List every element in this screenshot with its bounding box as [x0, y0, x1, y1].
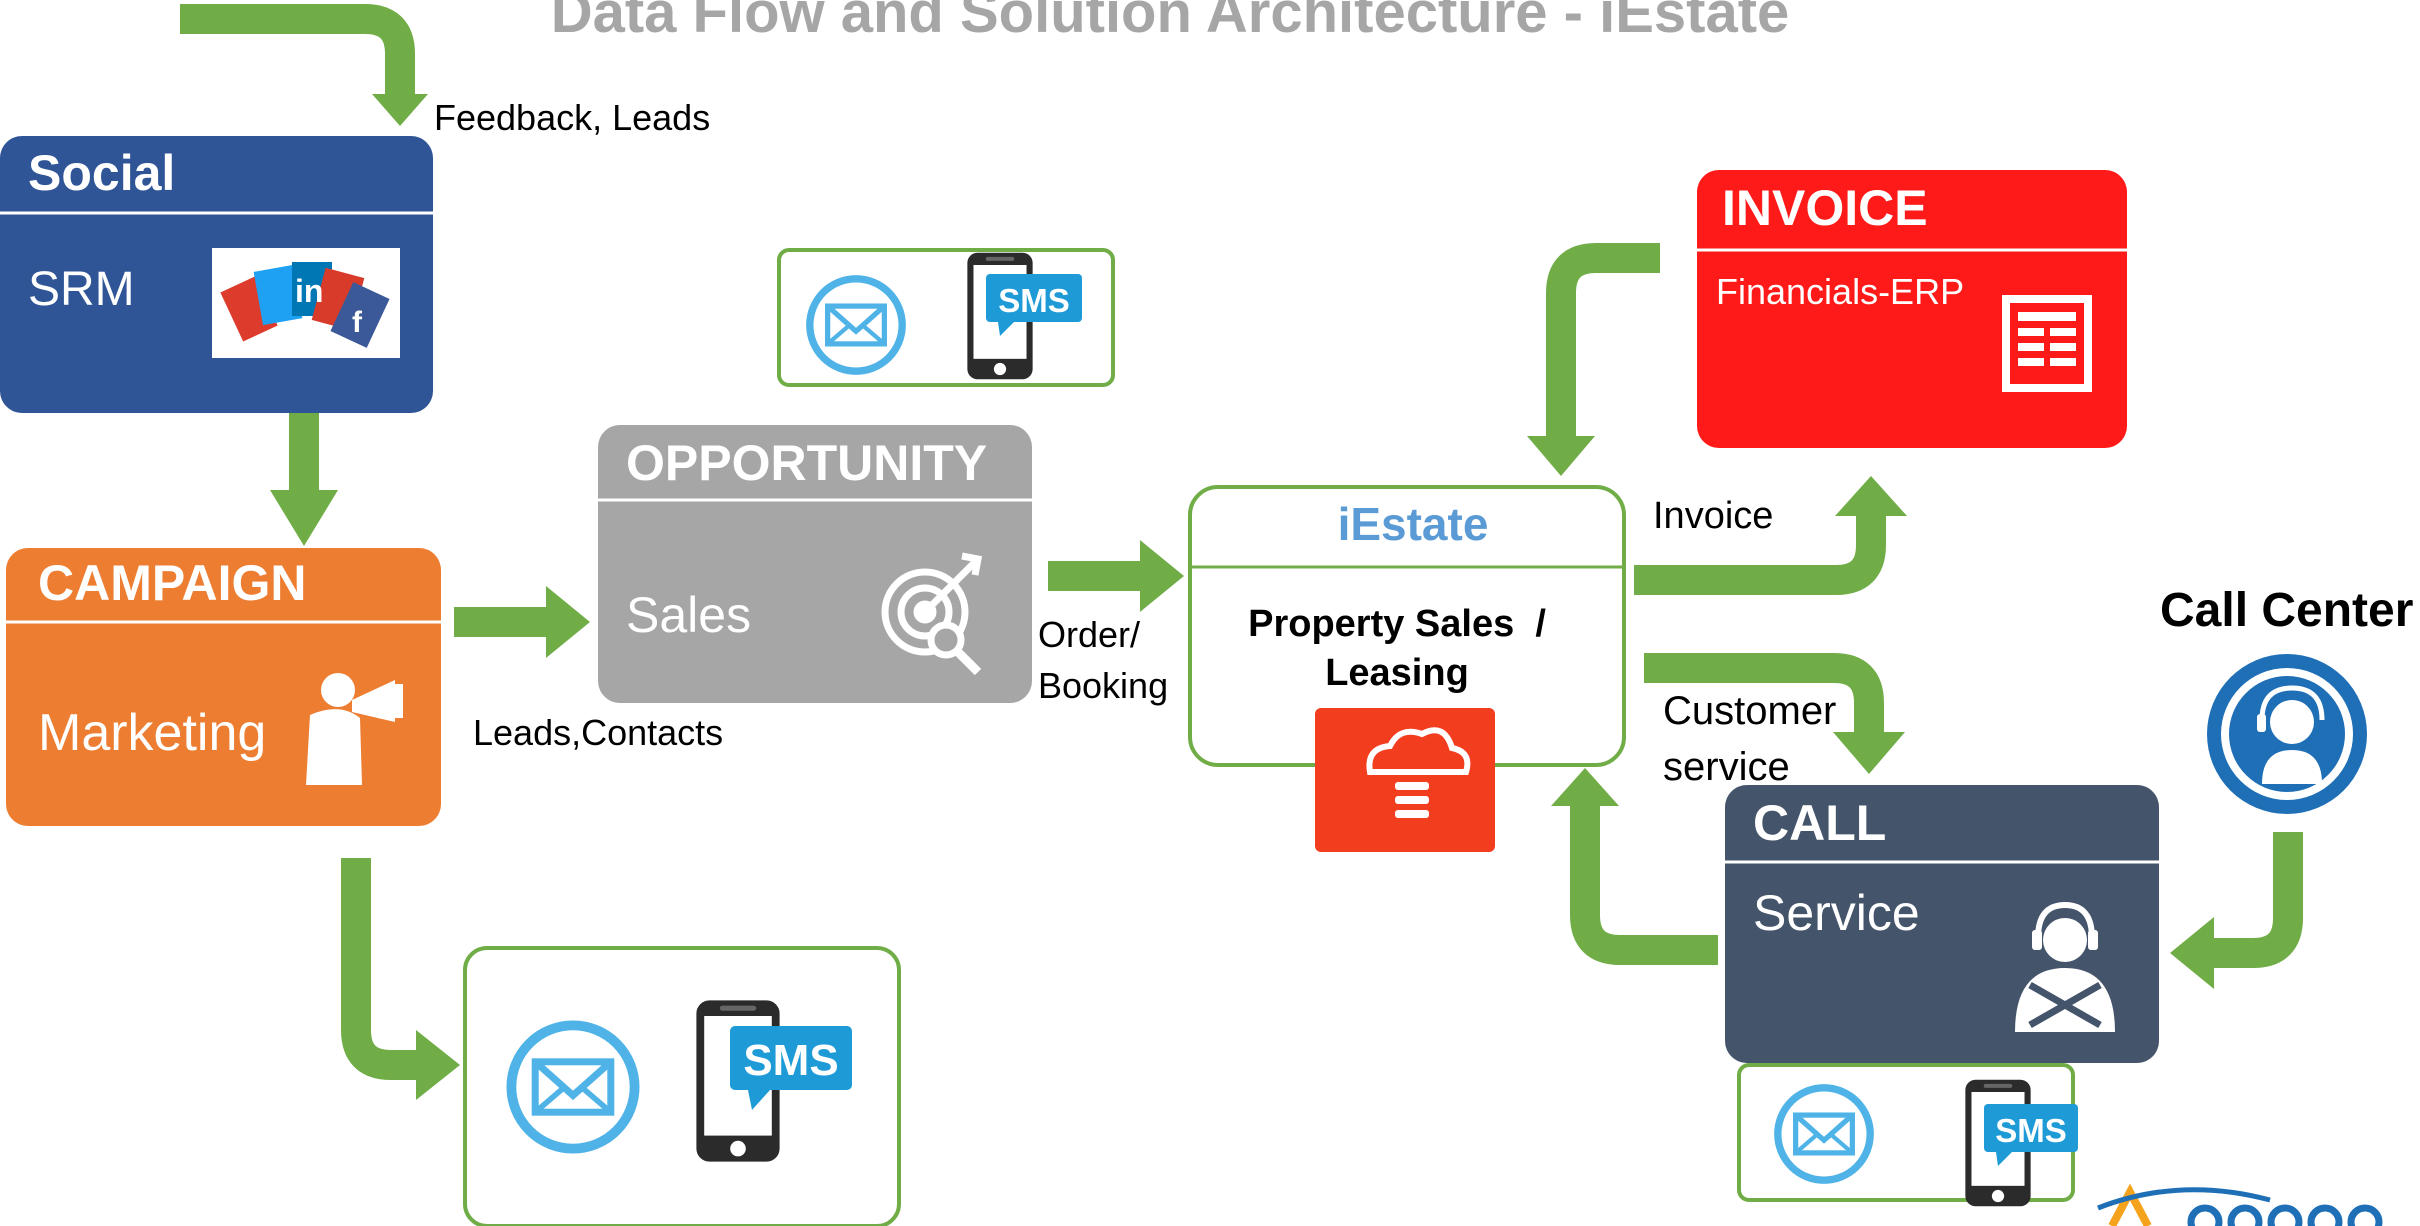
call-center-icon [2207, 654, 2367, 814]
label-feedback-leads: Feedback, Leads [434, 97, 710, 138]
invoice-box: INVOICE Financials-ERP [1697, 170, 2127, 448]
campaign-title: CAMPAIGN [38, 555, 307, 611]
sms-phone-icon: SMS [696, 1000, 852, 1162]
invoice-title: INVOICE [1722, 180, 1928, 236]
sms-phone-icon: SMS [1965, 1079, 2078, 1207]
company-logo-icon [2097, 1183, 2383, 1226]
arrow-feedback [180, 4, 415, 100]
sms-label-bottom: SMS [743, 1036, 838, 1085]
label-service: service [1663, 745, 1790, 789]
svg-text:in: in [295, 273, 323, 309]
messages-box-call: SMS [1737, 1063, 2078, 1207]
arrow-call-iestate [1570, 800, 1718, 965]
target-icon [881, 552, 983, 676]
social-media-icon: in f [212, 248, 400, 358]
envelope-icon [511, 1025, 634, 1148]
svg-text:f: f [352, 306, 363, 339]
arrow-iestate-invoice [1634, 512, 1886, 595]
page-title: Data Flow and Solution Architecture - iE… [551, 0, 1790, 45]
arrow-invoice-iestate [1546, 243, 1660, 440]
envelope-icon [810, 279, 902, 371]
social-title: Social [28, 145, 175, 201]
invoice-subtitle: Financials-ERP [1716, 271, 1964, 312]
messages-box-top: SMS [777, 248, 1115, 387]
flow-arrows [180, 4, 2303, 1080]
sms-label-top: SMS [998, 282, 1070, 319]
label-customer: Customer [1663, 689, 1836, 733]
cloud-database-icon [1315, 708, 1495, 852]
opportunity-title: OPPORTUNITY [626, 435, 987, 491]
call-title: CALL [1753, 795, 1886, 851]
label-order: Order/ [1038, 614, 1140, 655]
iestate-title: iEstate [1338, 498, 1489, 550]
headset-agent-icon [2015, 901, 2115, 1032]
arrow-campaign-messages [341, 858, 420, 1080]
sms-label-call: SMS [1995, 1112, 2067, 1149]
campaign-box: CAMPAIGN Marketing [6, 548, 441, 826]
arrow-iestate-call [1644, 653, 1884, 736]
opportunity-subtitle: Sales [626, 587, 751, 643]
megaphone-person-icon [306, 673, 403, 785]
call-box: CALL Service [1725, 785, 2159, 1063]
iestate-line2: Leasing [1325, 652, 1469, 694]
iestate-line1: Property Sales / [1248, 603, 1546, 645]
arrow-callcenter-call [2210, 832, 2303, 968]
campaign-subtitle: Marketing [38, 704, 266, 762]
iestate-box: iEstate Property Sales / Leasing [1188, 485, 1626, 852]
messages-box-bottom: SMS [463, 946, 901, 1226]
arrow-heads [270, 94, 2214, 1100]
social-box: Social SRM in f [0, 136, 433, 413]
call-center-label: Call Center [2160, 584, 2413, 637]
social-subtitle: SRM [28, 263, 135, 316]
label-booking: Booking [1038, 665, 1168, 706]
label-invoice: Invoice [1653, 495, 1773, 537]
envelope-icon [1778, 1088, 1870, 1180]
document-icon [2002, 295, 2092, 392]
call-subtitle: Service [1753, 885, 1920, 941]
label-leads-contacts: Leads,Contacts [473, 712, 723, 753]
sms-phone-icon: SMS [967, 252, 1082, 380]
opportunity-box: OPPORTUNITY Sales [598, 425, 1032, 703]
